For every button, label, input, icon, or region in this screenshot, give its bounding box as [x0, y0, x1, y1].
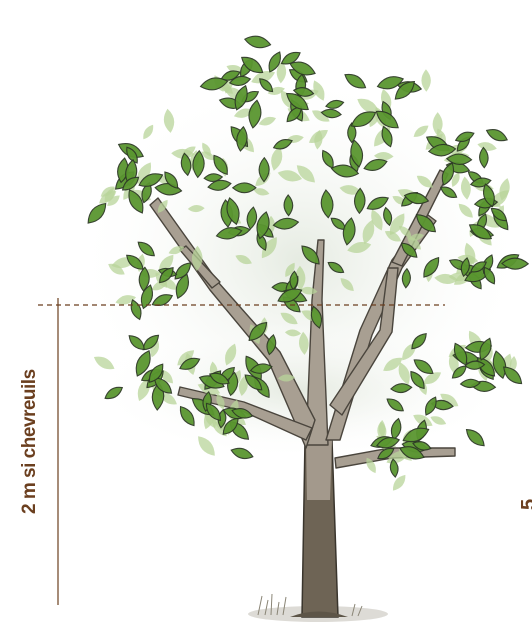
leaf [463, 426, 487, 449]
height-label: 2 m si chevreuils [15, 352, 45, 532]
leaf [390, 472, 409, 493]
edge-mark: 5 [519, 470, 532, 510]
leaf [485, 126, 510, 144]
leaf [421, 69, 431, 92]
leaf [244, 34, 272, 50]
